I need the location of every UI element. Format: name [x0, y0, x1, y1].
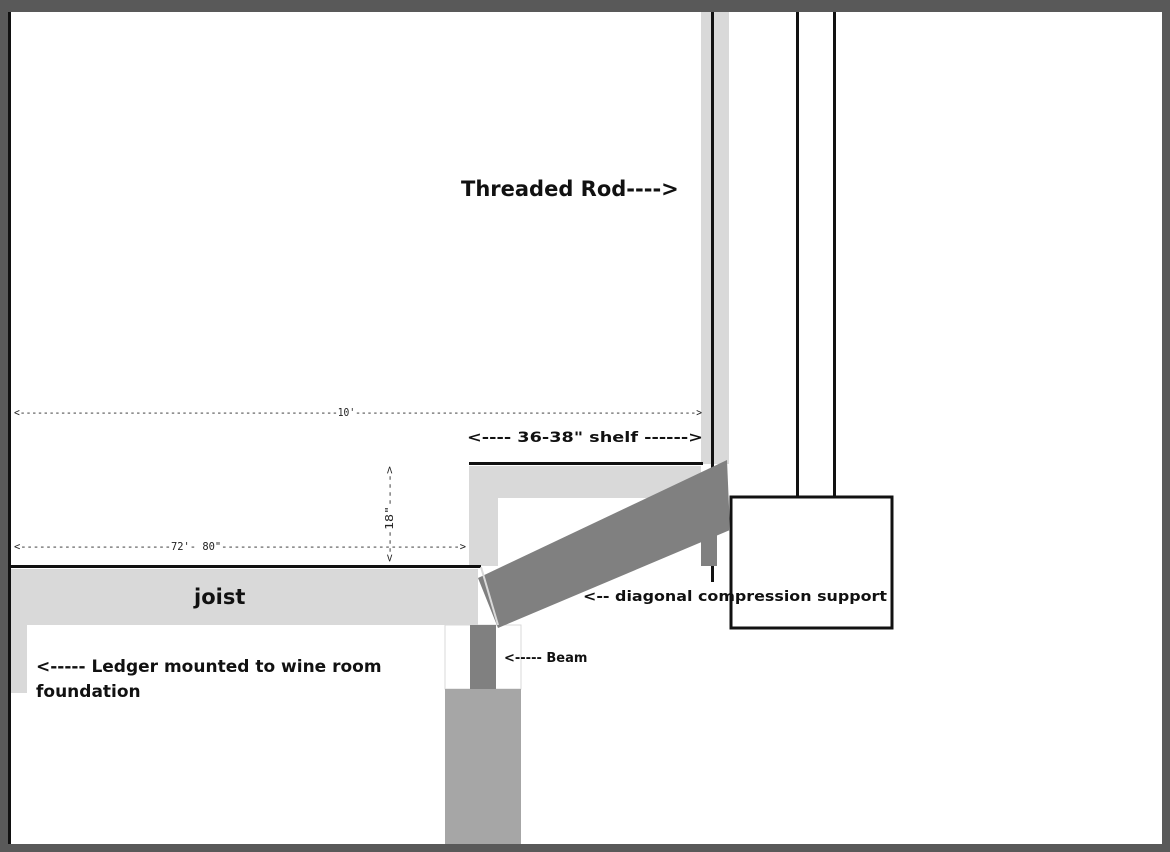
shelf-post	[469, 498, 498, 566]
span-dimension: <------------------------72'- 80"-------…	[14, 540, 466, 553]
threaded-rod-line	[711, 12, 714, 582]
joist-label: joist	[193, 585, 245, 609]
shelf-top-line	[469, 462, 703, 465]
support-column	[445, 689, 521, 844]
joist	[11, 569, 478, 625]
diagonal-joint-line	[480, 566, 499, 626]
ten-foot-dimension: <---------------------------------------…	[14, 406, 702, 419]
left-wall-line	[8, 12, 11, 844]
shelf-dimension: <---- 36-38" shelf ------>	[467, 430, 703, 446]
ledger	[11, 625, 27, 693]
paper-background	[8, 12, 1162, 844]
threaded-rod-label: Threaded Rod---->	[461, 177, 679, 201]
diagonal-support-label: <-- diagonal compression support	[583, 589, 887, 605]
rise-dimension: <---18"---->	[383, 466, 396, 562]
joist-top-line	[11, 565, 481, 568]
post-line-left	[796, 12, 799, 498]
post-line-right	[833, 12, 836, 498]
beam	[470, 625, 496, 689]
threaded-rod	[701, 12, 729, 464]
diagonal-compression-support	[478, 460, 730, 628]
ledger-label-line1: <----- Ledger mounted to wine room	[36, 657, 382, 677]
ledger-label-line2: foundation	[36, 682, 141, 702]
existing-structure-box	[729, 495, 894, 630]
beam-label: <----- Beam	[504, 651, 587, 666]
